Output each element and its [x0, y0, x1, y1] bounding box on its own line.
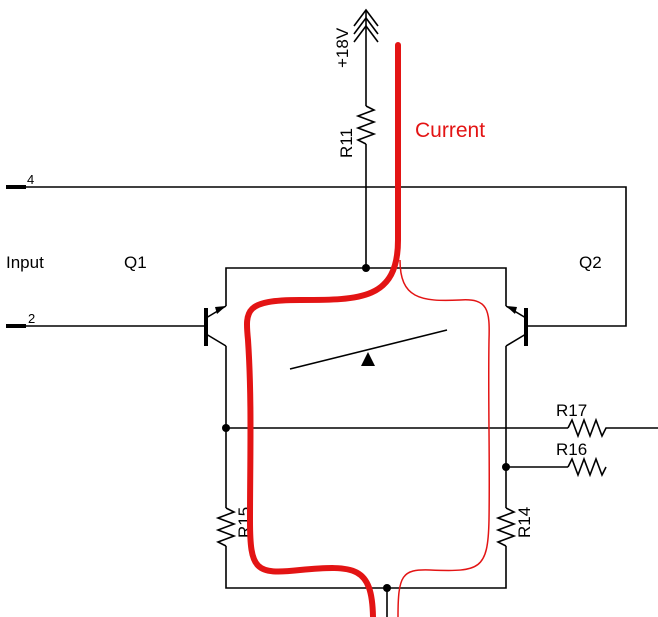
- r16-resistor: [567, 456, 607, 478]
- r14-resistor: [495, 507, 517, 547]
- pin-2-label: 2: [28, 311, 35, 326]
- r11-label: R11: [337, 128, 356, 158]
- r15-resistor: [215, 507, 237, 547]
- current-path-thick: [243, 42, 401, 617]
- supply-voltage-label: +18V: [333, 27, 352, 68]
- pin-4-label: 4: [27, 172, 34, 187]
- q1-transistor: [204, 305, 227, 347]
- r14-label: R14: [515, 507, 534, 538]
- r16-junction: [502, 463, 510, 471]
- r17-label: R17: [556, 401, 587, 420]
- collector-junction: [362, 264, 370, 272]
- current-path-thin: [397, 259, 491, 617]
- input-label: Input: [6, 253, 44, 272]
- r16-label: R16: [556, 440, 587, 459]
- q2-label: Q2: [579, 253, 602, 272]
- potentiometer-wiper: [289, 329, 448, 370]
- q2-transistor: [505, 305, 528, 347]
- feedback-wire: [26, 186, 627, 327]
- potentiometer-arrow: [361, 352, 375, 366]
- r17-resistor: [567, 417, 658, 439]
- current-label: Current: [415, 119, 485, 142]
- r17-junction: [222, 424, 230, 432]
- q1-label: Q1: [124, 253, 147, 272]
- r11-resistor: [355, 105, 377, 145]
